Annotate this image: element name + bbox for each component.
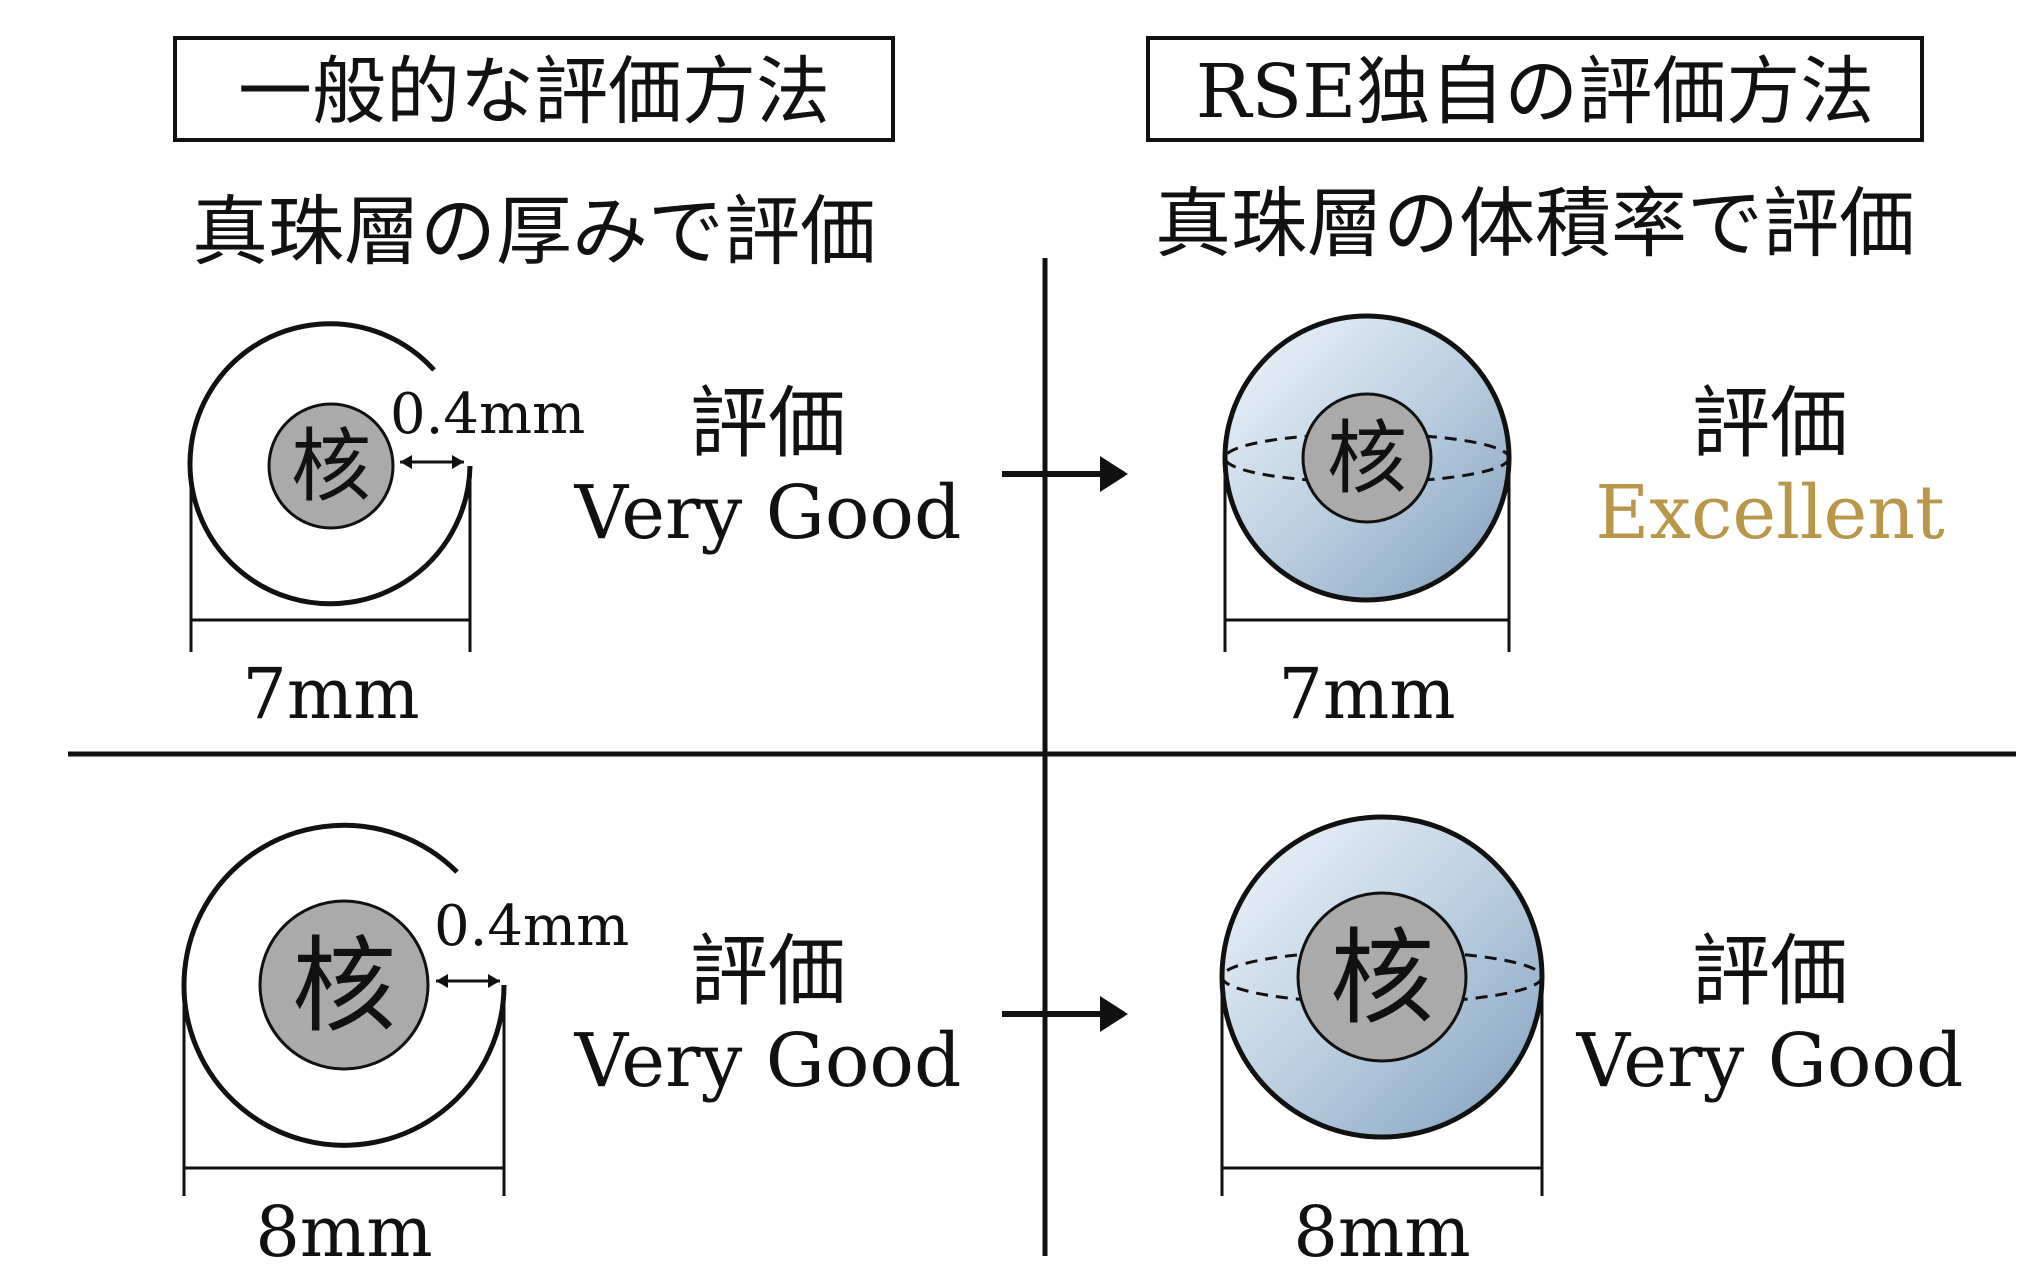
right-subtitle: 真珠層の体積率で評価 (1155, 179, 1915, 268)
row2-right-nucleus (1296, 891, 1468, 1063)
row1-left-diameter-label: 7mm (242, 653, 419, 735)
row1-left-nucleus-label: 核 (291, 420, 371, 513)
row2-left-thickness-label: 0.4mm (434, 894, 629, 959)
row1-left-pearl-outline (187, 321, 473, 607)
row2-right-nucleus-label: 核 (1330, 917, 1434, 1039)
row2-left-nucleus-label: 核 (292, 925, 396, 1047)
row1-right-nucleus-label: 核 (1327, 412, 1407, 505)
row1-left-rating-value: Very Good (574, 470, 962, 556)
row1-right-rating-value: Excellent (1595, 470, 1945, 556)
row1-left-thickness-label: 0.4mm (390, 382, 585, 447)
left-subtitle: 真珠層の厚みで評価 (192, 187, 876, 276)
left-method-box (173, 36, 895, 142)
left-method-title: 一般的な評価方法 (238, 49, 830, 135)
right-method-box (1146, 36, 1924, 142)
row2-right-diameter-label: 8mm (1293, 1191, 1470, 1273)
row2-left-rating-label: 評価 (690, 927, 846, 1017)
row2-left-rating-value: Very Good (574, 1018, 962, 1104)
row2-right-rating-label: 評価 (1692, 927, 1848, 1017)
row2-right-pearl: 核 8mm (1219, 814, 1545, 1273)
row2-left-nucleus (258, 899, 430, 1071)
row1-left-pearl: 核 0.4mm 7mm (187, 321, 585, 735)
row1-left-rating-label: 評価 (690, 379, 846, 469)
row1-right-pearl: 核 7mm (1222, 313, 1512, 735)
row2-right-rating-value: Very Good (1576, 1018, 1964, 1104)
row1-right-diameter-label: 7mm (1278, 653, 1455, 735)
row1-right-nucleus (1301, 392, 1433, 524)
row1-left-nucleus (267, 402, 395, 530)
row2-left-pearl-outline (181, 822, 507, 1148)
row1-right-rating-label: 評価 (1692, 379, 1848, 469)
right-method-title: RSE独自の評価方法 (1196, 49, 1874, 135)
row2-left-diameter-label: 8mm (255, 1191, 432, 1273)
row2-left-pearl: 核 0.4mm 8mm (181, 822, 629, 1273)
